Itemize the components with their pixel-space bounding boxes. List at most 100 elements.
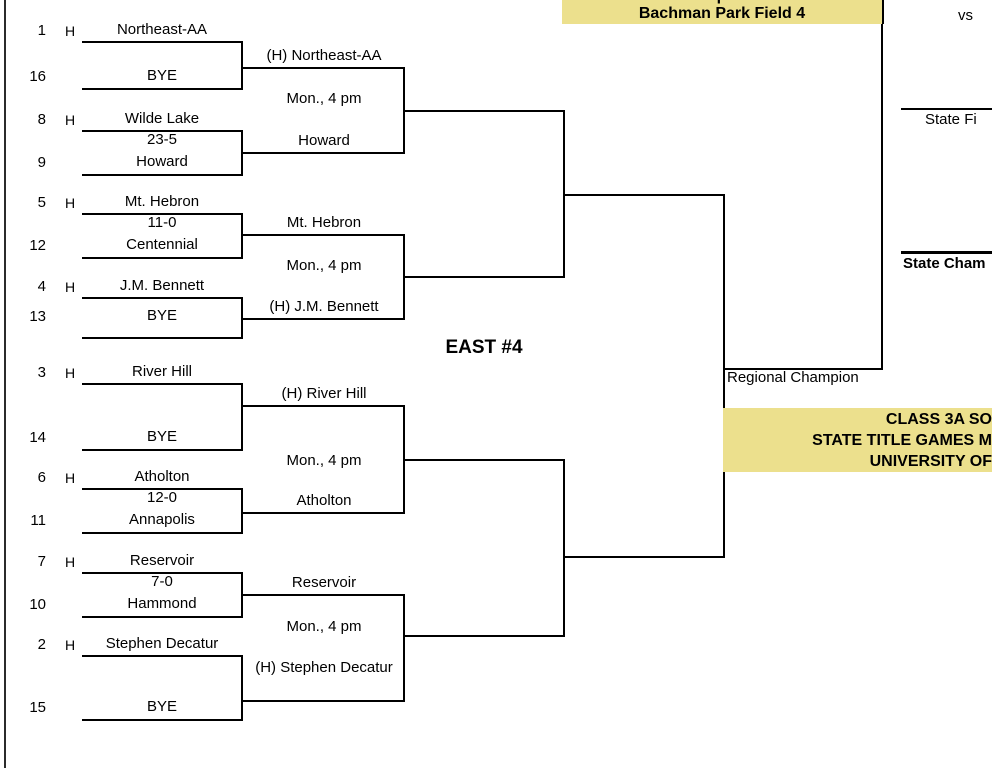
team-name-9: Howard	[136, 153, 188, 170]
seed-15: 15	[29, 699, 46, 716]
r2-m1-bottom-line	[243, 152, 405, 154]
state-final-line	[901, 108, 992, 110]
slot-line-10	[82, 616, 242, 618]
seed-7: 7	[37, 553, 46, 570]
slot-line-9	[82, 174, 242, 176]
regional-champion-label: Regional Champion	[727, 369, 859, 386]
connector-r1-g8	[241, 655, 243, 721]
slot-line-8	[82, 130, 242, 132]
seed-12: 12	[29, 237, 46, 254]
team-name-14: BYE	[146, 428, 177, 445]
home-marker-8: H	[64, 112, 76, 128]
semifinal-banner-line1: 4 pm	[562, 0, 882, 6]
semifinal-banner-line2: Bachman Park Field 4	[638, 5, 806, 22]
slot-line-16	[82, 88, 242, 90]
r2-m3-top-line	[243, 405, 405, 407]
r2-m2-time: Mon., 4 pm	[286, 257, 362, 274]
connector-r1-g4	[241, 297, 243, 339]
regional-champion-riser	[881, 24, 883, 370]
team-name-2: Stephen Decatur	[105, 635, 219, 652]
connector-r1-g3	[241, 213, 243, 259]
seed-10: 10	[29, 596, 46, 613]
team-name-5: Mt. Hebron	[124, 193, 200, 210]
seed-8: 8	[37, 111, 46, 128]
slot-line-7	[82, 572, 242, 574]
connector-r1-g7	[241, 572, 243, 618]
seed-2: 2	[37, 636, 46, 653]
team-name-13: BYE	[146, 307, 177, 324]
seed-11: 11	[30, 512, 46, 529]
slot-line-2	[82, 655, 242, 657]
seed-9: 9	[37, 154, 46, 171]
seed-14: 14	[29, 429, 46, 446]
r2-m2-top: Mt. Hebron	[286, 214, 362, 231]
page-left-border	[4, 0, 6, 768]
region-label: EAST #4	[445, 337, 523, 358]
team-name-3: River Hill	[132, 363, 192, 380]
slot-line-12	[82, 257, 242, 259]
r2-m3-bottom-line	[243, 512, 405, 514]
r2-m2-bottom: (H) J.M. Bennett	[269, 298, 379, 315]
state-champion-label: State Cham	[903, 255, 986, 272]
semifinal-site-banner	[562, 0, 882, 24]
slot-line-5	[82, 213, 242, 215]
home-marker-1: H	[64, 23, 76, 39]
r2-m4-bottom-line	[243, 700, 405, 702]
r2-m1-top-line	[243, 67, 405, 69]
score-8-9: 23-5	[146, 131, 178, 148]
score-7-10: 7-0	[151, 573, 173, 590]
seed-3: 3	[37, 364, 46, 381]
slot-line-11	[82, 532, 242, 534]
seed-4: 4	[37, 278, 46, 295]
slot-line-6	[82, 488, 242, 490]
r2-m3-time: Mon., 4 pm	[286, 452, 362, 469]
seed-16: 16	[29, 68, 46, 85]
state-title-line1: CLASS 3A SO	[885, 411, 992, 428]
r2-m3-top: (H) River Hill	[281, 385, 367, 402]
seed-5: 5	[37, 194, 46, 211]
connector-r1-g1	[241, 41, 243, 90]
seed-1: 1	[37, 22, 46, 39]
state-title-banner	[723, 408, 992, 472]
seed-13: 13	[29, 308, 46, 325]
r3-bottom-line	[403, 276, 565, 278]
r2-m4-bottom: (H) Stephen Decatur	[243, 658, 405, 677]
slot-line-13	[82, 337, 242, 339]
home-marker-7: H	[64, 554, 76, 570]
team-name-1: Northeast-AA	[116, 21, 208, 38]
r2-m4-top: Reservoir	[291, 574, 357, 591]
team-name-4: J.M. Bennett	[119, 277, 205, 294]
r2-m1-top: (H) Northeast-AA	[266, 47, 382, 64]
connector-r4	[723, 194, 725, 558]
team-name-11: Annapolis	[129, 511, 195, 528]
r3-bottom2-line	[403, 635, 565, 637]
state-champion-line	[901, 251, 992, 254]
home-marker-4: H	[64, 279, 76, 295]
seed-6: 6	[37, 469, 46, 486]
score-6-11: 12-0	[146, 489, 178, 506]
r2-m1-bottom: Howard	[298, 132, 350, 149]
r2-m4-top-line	[243, 594, 405, 596]
r2-m4-time: Mon., 4 pm	[286, 618, 362, 635]
slot-line-3	[82, 383, 242, 385]
r2-m3-bottom: Atholton	[296, 492, 352, 509]
team-name-6: Atholton	[134, 468, 190, 485]
team-name-16: BYE	[146, 67, 177, 84]
connector-r1-g6	[241, 488, 243, 534]
team-name-10: Hammond	[127, 595, 197, 612]
r2-m4-bottom-label: (H) Stephen Decatur	[255, 659, 393, 676]
state-title-line2: STATE TITLE GAMES M	[812, 432, 992, 449]
banner-right-border	[882, 0, 884, 24]
r3-top-line	[403, 110, 565, 112]
home-marker-5: H	[64, 195, 76, 211]
connector-r1-g2	[241, 130, 243, 176]
slot-line-14	[82, 449, 242, 451]
vs-label: vs	[958, 7, 973, 24]
slot-line-4	[82, 297, 242, 299]
r2-m1-time: Mon., 4 pm	[286, 90, 362, 107]
state-final-label: State Fi	[925, 111, 977, 128]
state-title-line3: UNIVERSITY OF	[869, 453, 992, 470]
r4-bottom-line	[563, 556, 725, 558]
team-name-15: BYE	[146, 698, 177, 715]
